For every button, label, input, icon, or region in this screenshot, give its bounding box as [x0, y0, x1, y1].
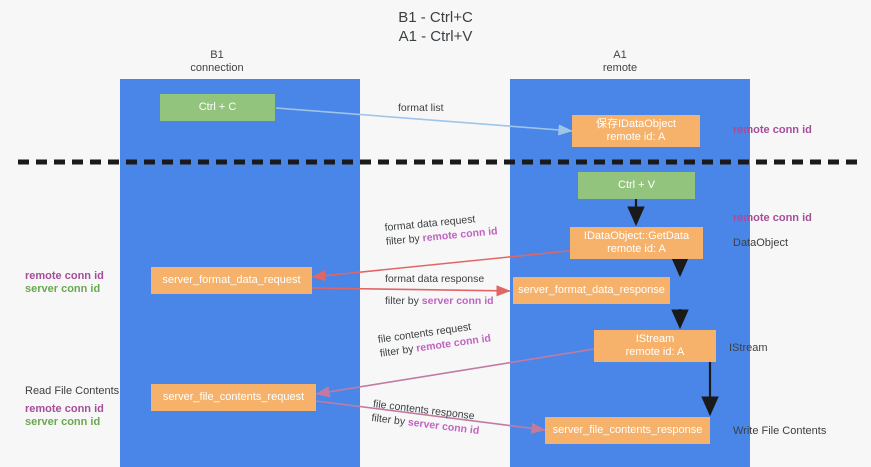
lane-b1-title: B1 — [210, 49, 224, 61]
box-server-file-contents-request-label: server_file_contents_request — [162, 391, 305, 403]
filter-by-prefix-3: filter by — [379, 342, 418, 360]
box-server-file-contents-response[interactable]: server_file_contents_response — [545, 417, 710, 444]
box-save-idataobject-line1: 保存IDataObject — [595, 118, 677, 130]
filter-by-prefix-1: filter by — [385, 232, 424, 248]
box-ctrl-v-label: Ctrl + V — [618, 179, 655, 191]
left-note-file-remote-conn-id: remote conn id — [25, 403, 104, 415]
lane-header-a1: A1 remote — [545, 49, 695, 75]
left-note-file-server-conn-id: server conn id — [25, 416, 101, 428]
arrow-label-format-data-response-line2: filter by server conn id — [385, 294, 494, 308]
filter-by-prefix-4: filter by — [370, 411, 409, 429]
filter-key-server-conn-id-1: server conn id — [421, 295, 494, 307]
box-ctrl-c-label: Ctrl + C — [198, 101, 237, 113]
arrow-label-format-data-request: format data request filter by remote con… — [384, 210, 498, 249]
right-note-mid-remote-conn-id: remote conn id — [733, 212, 812, 224]
box-server-format-data-request-label: server_format_data_request — [162, 274, 301, 286]
box-server-file-contents-response-label: server_file_contents_response — [552, 424, 703, 436]
box-save-idataobject-line2: remote id: A — [606, 131, 666, 143]
arrow-label-format-data-response: format data response filter by server co… — [385, 272, 494, 308]
box-save-idataobject[interactable]: 保存IDataObject remote id: A — [572, 115, 700, 147]
arrow-label-format-list: format list — [398, 102, 444, 114]
left-note-format-remote-conn-id: remote conn id — [25, 270, 104, 282]
arrow-label-file-contents-request: file contents request filter by remote c… — [377, 317, 492, 360]
box-getdata-line1: IDataObject::GetData — [583, 230, 690, 242]
box-server-format-data-response-label: server_format_data_response — [518, 284, 665, 296]
right-note-dataobject: DataObject — [733, 237, 789, 249]
arrow-label-file-contents-response: file contents response filter by server … — [371, 397, 482, 438]
right-note-write-file-contents: Write File Contents — [733, 425, 827, 437]
box-getdata[interactable]: IDataObject::GetData remote id: A — [570, 227, 703, 259]
box-server-format-data-response[interactable]: server_format_data_response — [513, 277, 670, 304]
box-getdata-line2: remote id: A — [607, 243, 666, 255]
lane-a1-title: A1 — [613, 49, 627, 61]
box-ctrl-v[interactable]: Ctrl + V — [578, 172, 695, 199]
left-note-read-file-contents: Read File Contents — [25, 385, 120, 397]
right-note-top-remote-conn-id: remote conn id — [733, 124, 812, 136]
box-istream-line2: remote id: A — [625, 346, 685, 358]
title-line-2: A1 - Ctrl+V — [398, 28, 473, 45]
lane-header-b1: B1 connection — [142, 49, 292, 75]
box-ctrl-c[interactable]: Ctrl + C — [160, 94, 275, 121]
title-line-1: B1 - Ctrl+C — [398, 9, 473, 26]
filter-by-prefix-2: filter by — [385, 295, 422, 307]
left-note-format-server-conn-id: server conn id — [25, 283, 101, 295]
arrow-label-format-data-response-line1: format data response — [385, 273, 485, 285]
diagram-title: B1 - Ctrl+C A1 - Ctrl+V — [0, 8, 871, 46]
right-note-istream: IStream — [729, 342, 768, 354]
lane-b1-subtitle: connection — [190, 62, 244, 74]
box-istream[interactable]: IStream remote id: A — [594, 330, 716, 362]
box-server-file-contents-request[interactable]: server_file_contents_request — [151, 384, 316, 411]
box-istream-line1: IStream — [635, 333, 675, 345]
lane-a1-subtitle: remote — [602, 62, 638, 74]
box-server-format-data-request[interactable]: server_format_data_request — [151, 267, 312, 294]
